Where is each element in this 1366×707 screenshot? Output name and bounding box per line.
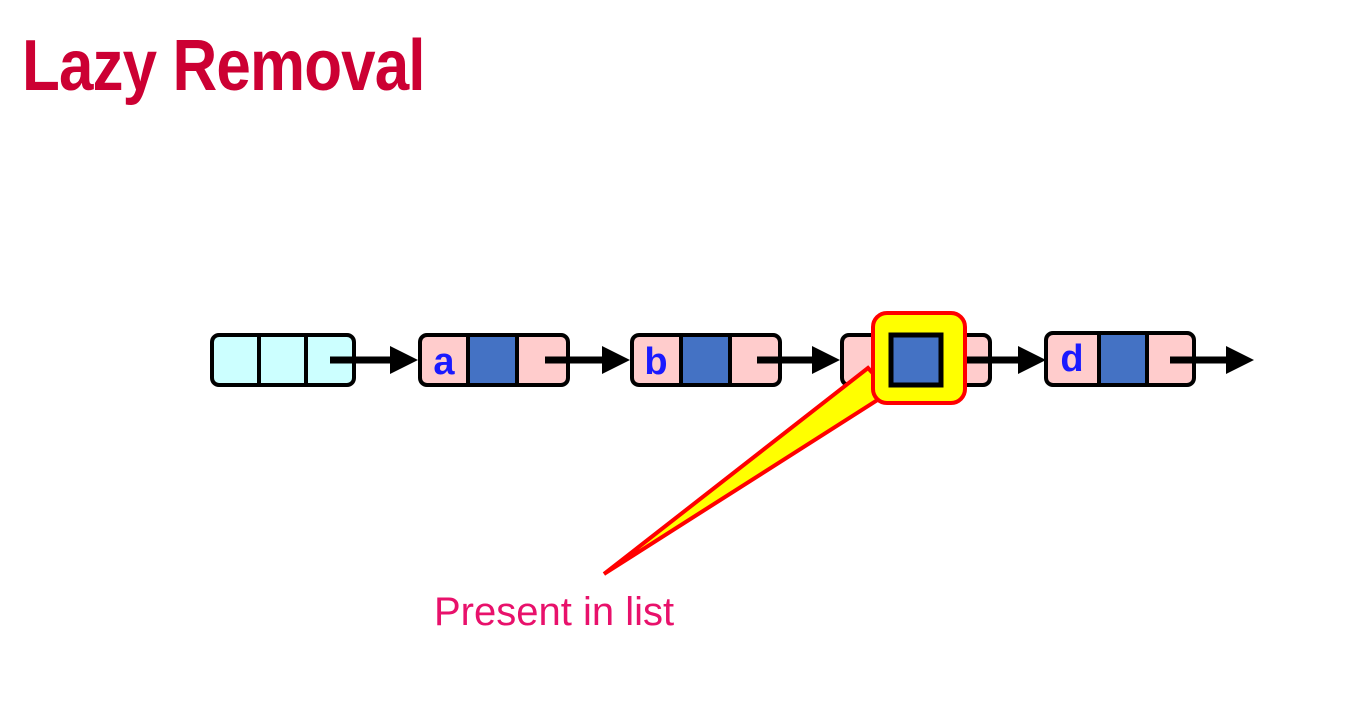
arrow-c-to-d — [966, 346, 1046, 374]
node-d: d — [1044, 331, 1196, 387]
node-label-a: a — [433, 341, 455, 383]
callout-label: Present in list — [434, 590, 675, 634]
arrow-sentinel-to-a — [330, 346, 418, 374]
arrow-a-to-b — [545, 346, 630, 374]
arrow-d-next — [1170, 346, 1254, 374]
slide-title: Lazy Removal — [22, 26, 426, 106]
mark-bit-highlight — [871, 311, 967, 405]
node-label-b: b — [644, 341, 667, 383]
node-label-d: d — [1060, 338, 1083, 380]
callout-pointer — [602, 365, 894, 576]
arrow-b-to-c — [757, 346, 840, 374]
node-a: a — [418, 333, 570, 387]
